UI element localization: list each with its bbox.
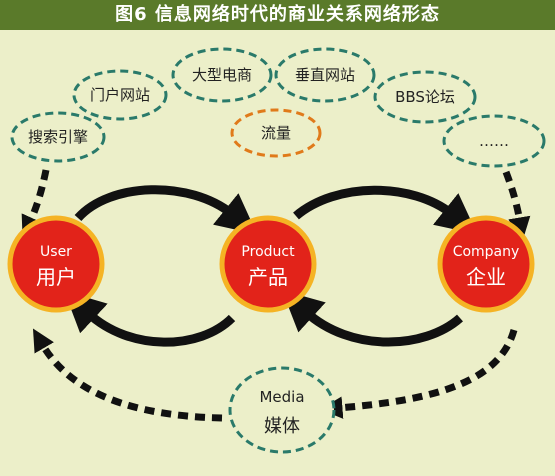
node-user-zh: 用户 <box>36 265 76 289</box>
arrow-channels-to-user <box>21 169 50 239</box>
channel-bbs: BBS论坛 <box>373 70 477 124</box>
arrow-channels-to-company <box>502 170 531 240</box>
channel-search-engine: 搜索引擎 <box>10 111 106 163</box>
channel-ecommerce: 大型电商 <box>171 47 273 103</box>
node-user-en: User <box>40 244 72 260</box>
channel-label: 门户网站 <box>90 86 150 104</box>
channel-portal: 门户网站 <box>72 69 168 121</box>
media-zh: 媒体 <box>264 416 300 437</box>
node-company-en: Company <box>453 244 520 260</box>
traffic-label: 流量 <box>261 124 291 142</box>
media-bubble: Media 媒体 <box>228 366 336 454</box>
channel-label: BBS论坛 <box>395 88 455 106</box>
node-company-zh: 企业 <box>466 265 506 289</box>
channel-label: 大型电商 <box>192 66 252 84</box>
arrow-company-to-media <box>320 328 518 419</box>
channel-label: 搜索引擎 <box>28 128 88 146</box>
node-user: User 用户 <box>7 215 105 313</box>
arrow-company-to-product <box>282 290 463 347</box>
figure-title: 图6 信息网络时代的商业关系网络形态 <box>0 0 555 30</box>
arrow-product-to-user <box>64 290 236 347</box>
node-company: Company 企业 <box>437 215 535 313</box>
arrow-product-to-company <box>293 185 478 235</box>
node-product: Product 产品 <box>219 215 317 313</box>
arrow-user-to-product <box>74 185 258 235</box>
media-en: Media <box>259 388 304 406</box>
traffic-bubble: 流量 <box>230 108 322 158</box>
channel-vertical-site: 垂直网站 <box>274 47 376 103</box>
node-product-zh: 产品 <box>248 265 288 289</box>
channel-label: …… <box>479 132 509 150</box>
arrow-media-to-user <box>32 328 223 422</box>
channel-label: 垂直网站 <box>295 66 355 84</box>
node-product-en: Product <box>241 244 295 260</box>
channel-more: …… <box>442 114 546 168</box>
